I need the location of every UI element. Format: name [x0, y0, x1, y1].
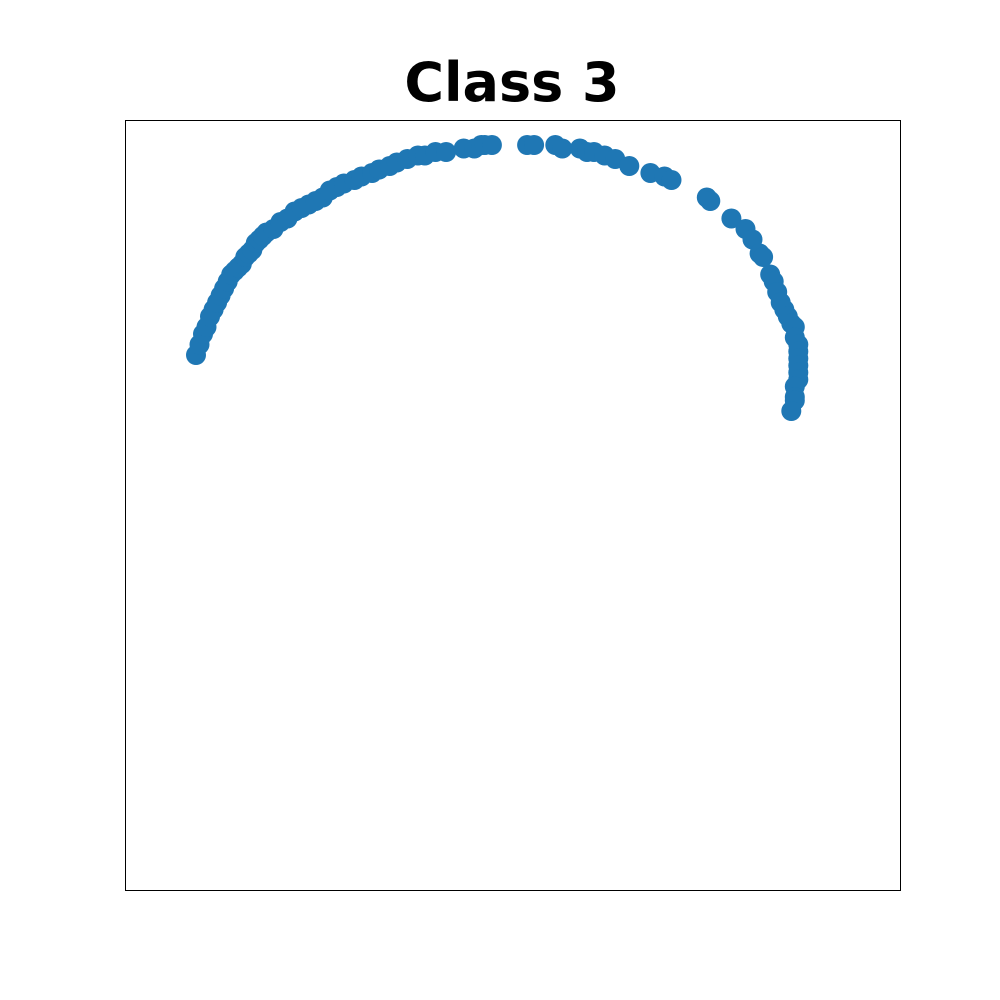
scatter-point — [619, 156, 640, 176]
scatter-point — [661, 170, 682, 190]
scatter-point — [781, 401, 802, 421]
chart-title: Class 3 — [404, 51, 620, 114]
scatter-point — [700, 191, 721, 211]
scatter-point — [436, 142, 457, 162]
plot-area-frame — [125, 120, 901, 891]
scatter-point — [524, 135, 545, 155]
scatter-point — [552, 138, 573, 159]
scatter-points — [186, 135, 809, 421]
scatter-point — [481, 135, 502, 155]
scatter-point — [753, 247, 774, 267]
scatter-point — [721, 208, 742, 229]
